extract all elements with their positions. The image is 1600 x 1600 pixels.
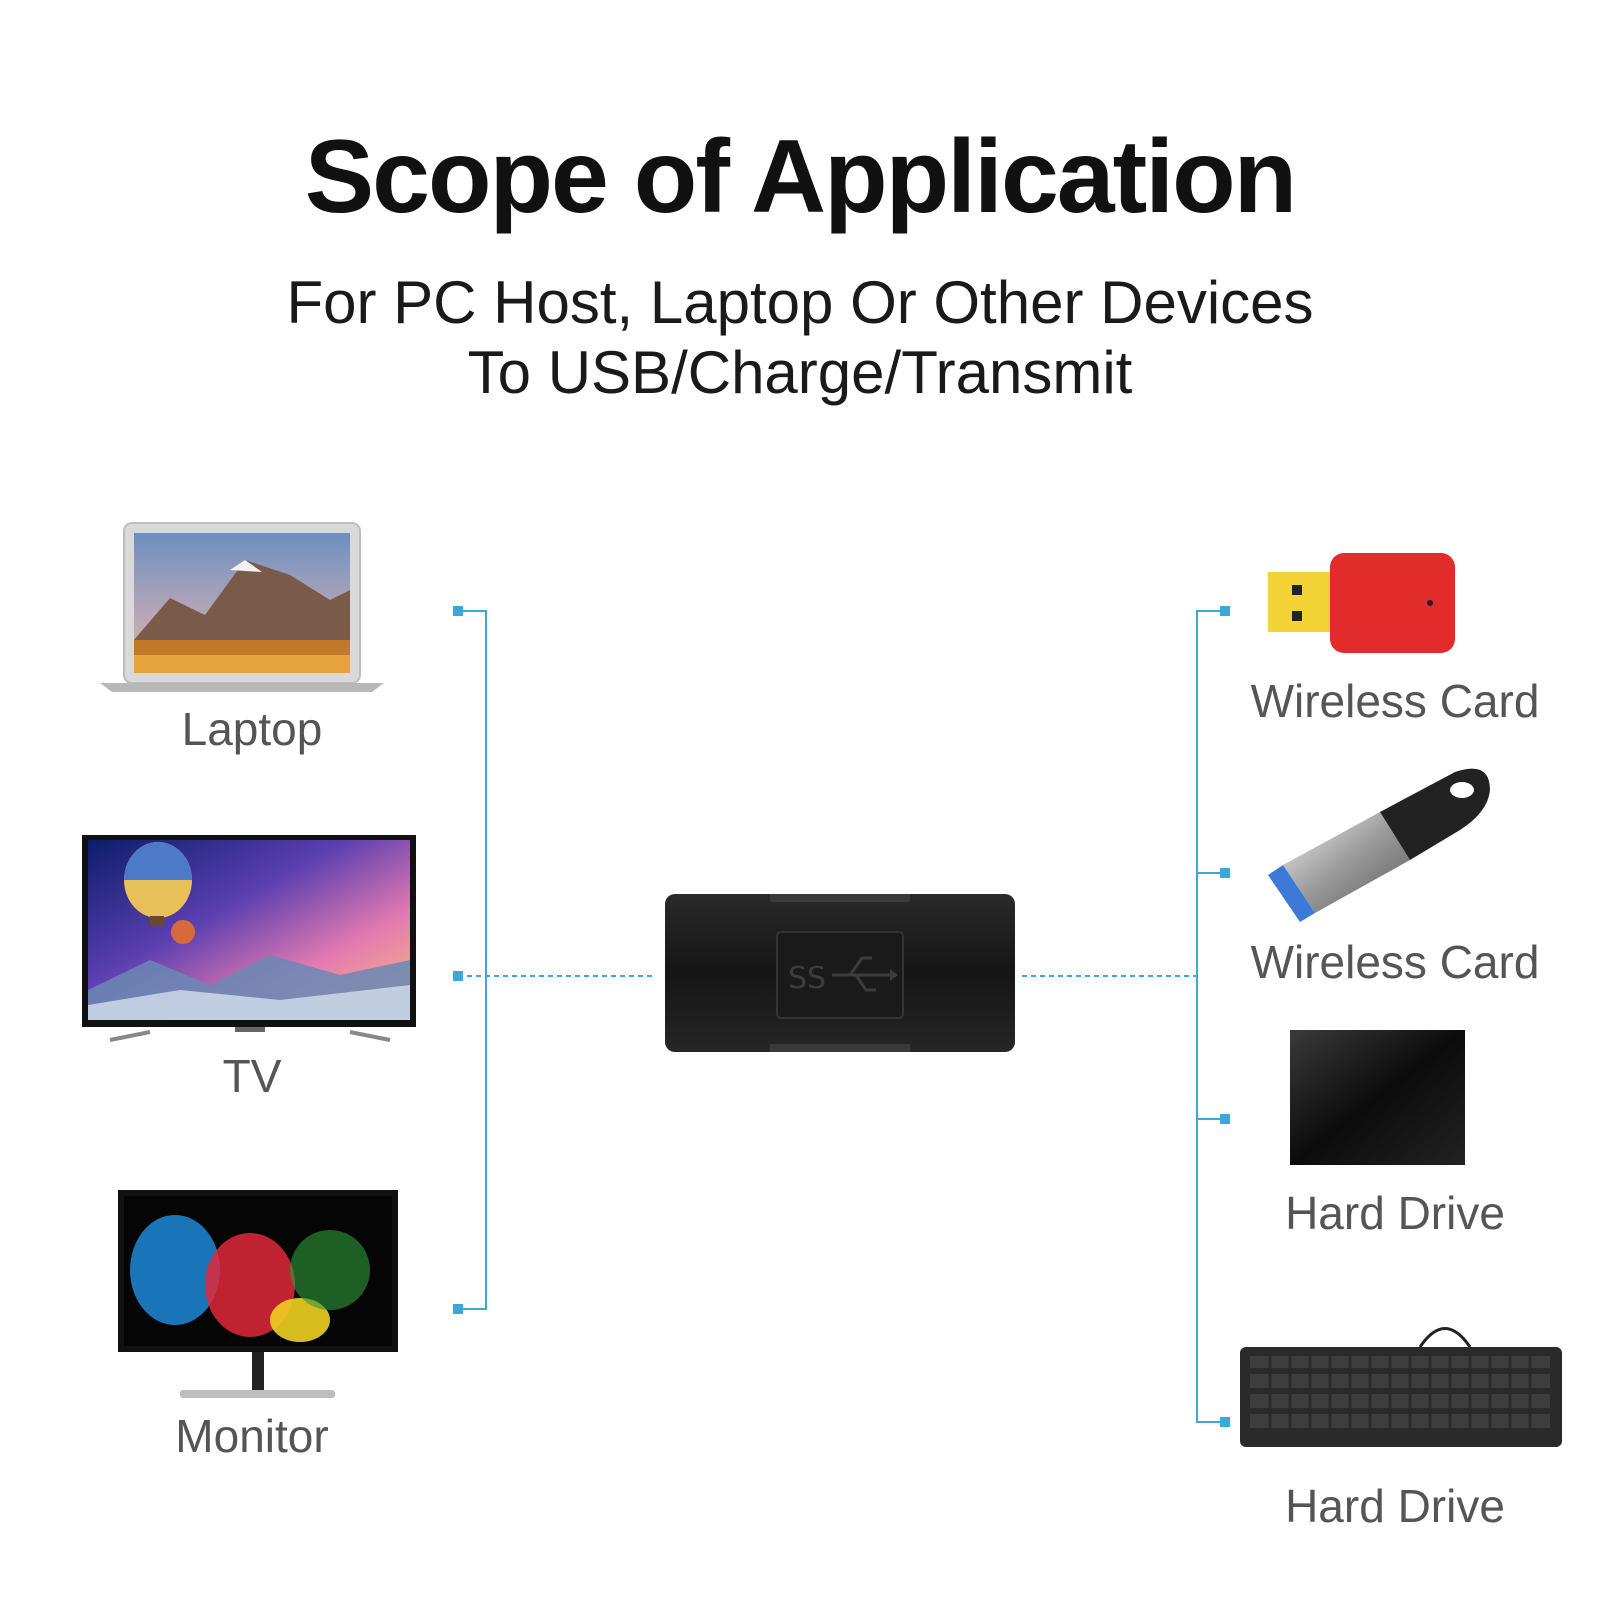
wireless-card-icon [1268,553,1455,653]
keyboard-label: Hard Drive [1285,1480,1505,1532]
monitor-icon [118,1190,398,1398]
laptop-label: Laptop [181,703,323,755]
connector-dot [1220,1114,1230,1124]
tv-icon [82,835,416,1042]
flash-drive-label: Wireless Card [1250,936,1540,988]
hard-drive-icon [1290,1030,1465,1165]
subtitle-line-2: To USB/Charge/Transmit [467,339,1133,406]
wireless-card-label: Wireless Card [1250,675,1540,727]
right-connector-bracket [1022,610,1225,1423]
laptop-icon [100,522,384,692]
keyboard-icon [1240,1327,1562,1447]
subtitle-line-1: For PC Host, Laptop Or Other Devices [286,269,1314,336]
connector-dot [1220,868,1230,878]
hard-drive-label: Hard Drive [1285,1187,1505,1239]
connector-dot [1220,606,1230,616]
connector-dot [453,606,463,616]
usb-adapter-icon: SS [665,894,1015,1052]
page-title: Scope of Application [304,119,1297,235]
monitor-label: Monitor [175,1410,329,1462]
connector-dot [1220,1417,1230,1427]
connector-dot [453,1304,463,1314]
usb-flash-drive-icon [1268,768,1490,922]
tv-label: TV [222,1050,282,1102]
ss-logo: SS [788,961,826,996]
connector-dot [453,971,463,981]
left-connector-bracket [458,610,655,1310]
